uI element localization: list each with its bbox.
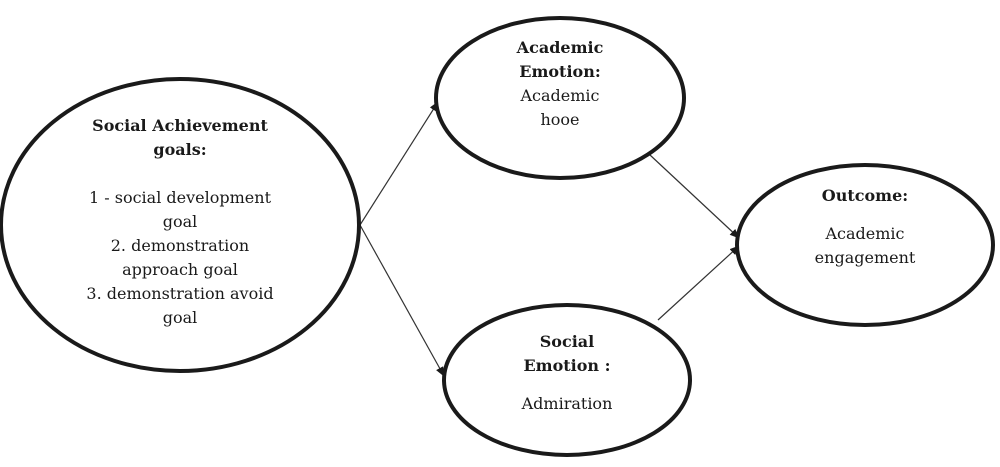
social-emotion-title-line1: Social	[539, 332, 595, 351]
social-achievement-title-line2: goals:	[153, 140, 207, 159]
social-achievement-item: 2. demonstration	[110, 236, 250, 255]
node-social-achievement-goals	[0, 77, 361, 373]
social-achievement-item: 3. demonstration avoid	[86, 284, 274, 303]
academic-emotion-title-line2: Emotion:	[519, 62, 601, 81]
node-academic-emotion	[434, 16, 686, 180]
social-achievement-item: goal	[162, 212, 198, 231]
outcome-body-line2: engagement	[814, 248, 916, 267]
academic-emotion-body-line2: hooe	[540, 110, 580, 129]
social-achievement-item: approach goal	[122, 260, 238, 279]
spacer	[60, 162, 300, 186]
spacer	[785, 208, 945, 222]
social-achievement-item: 1 - social development	[88, 188, 271, 207]
node-social-emotion-text: Social Emotion : Admiration	[487, 330, 647, 416]
academic-emotion-title-line1: Academic	[516, 38, 604, 57]
outcome-title: Outcome:	[821, 186, 909, 205]
social-emotion-title-line2: Emotion :	[523, 356, 611, 375]
social-achievement-item: goal	[162, 308, 198, 327]
edge-academic-emotion-to-outcome	[649, 154, 740, 239]
academic-emotion-body-line1: Academic	[520, 86, 600, 105]
social-achievement-title-line1: Social Achievement	[92, 116, 268, 135]
outcome-body-line1: Academic	[825, 224, 905, 243]
node-academic-emotion-text: Academic Emotion: Academic hooe	[480, 36, 640, 132]
edge-social-emotion-to-outcome	[657, 245, 740, 321]
node-outcome-text: Outcome: Academic engagement	[785, 184, 945, 270]
node-social-emotion	[442, 303, 692, 457]
node-outcome	[735, 163, 995, 327]
edge-social-achievement-to-social-emotion	[359, 224, 445, 377]
spacer	[487, 378, 647, 392]
social-emotion-body-line1: Admiration	[521, 394, 613, 413]
edge-social-achievement-to-academic-emotion	[359, 101, 439, 226]
node-social-achievement-text: Social Achievement goals: 1 - social dev…	[60, 114, 300, 330]
